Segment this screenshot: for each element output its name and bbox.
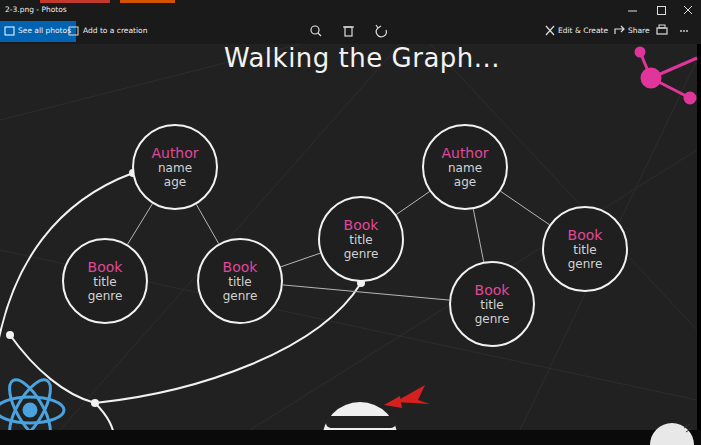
toolbar-button: Add to a creation (83, 26, 147, 36)
entity-circle: Booktitlegenre (62, 238, 148, 324)
field-name: genre (223, 289, 258, 303)
entity-circle: Authornameage (422, 124, 508, 210)
relation-line (283, 285, 449, 300)
entity-name: Book (344, 217, 379, 233)
entity-circle: Booktitlegenre (197, 238, 283, 324)
entity-circle: Booktitlegenre (449, 261, 535, 347)
node-text: Booktitlegenre (344, 217, 379, 261)
node-text: Booktitlegenre (475, 282, 510, 326)
field-name: genre (88, 289, 123, 303)
entity-name: Book (88, 259, 123, 275)
field-name: genre (475, 312, 510, 326)
field-name: genre (568, 257, 603, 271)
field-name: title (93, 275, 116, 289)
node-text: Booktitlegenre (568, 227, 603, 271)
field-name: title (228, 275, 251, 289)
entity-name: Book (475, 282, 510, 298)
entity-circle: Authornameage (132, 124, 218, 210)
node-text: Authornameage (151, 145, 198, 189)
relation-line (128, 204, 153, 245)
relation-line (196, 204, 218, 243)
entity-circle: Booktitlegenre (542, 206, 628, 292)
slide-title: Walking the Graph... (224, 43, 500, 73)
node-text: Authornameage (441, 145, 488, 189)
field-name: title (480, 298, 503, 312)
field-name: name (448, 161, 482, 175)
relation-line (501, 191, 550, 224)
toolbar-button: Edit & Create (558, 26, 608, 36)
node-text: Booktitlegenre (223, 259, 258, 303)
entity-circle: Booktitlegenre (318, 196, 404, 282)
window-title: 2-3.png - Photos (5, 5, 67, 15)
toolbar-button: See all photos (18, 26, 71, 36)
toolbar-button: Share (628, 26, 650, 36)
field-name: name (158, 161, 192, 175)
field-name: genre (344, 247, 379, 261)
entity-name: Author (441, 145, 488, 161)
field-name: age (164, 175, 186, 189)
relation-line (281, 253, 321, 267)
field-name: title (573, 243, 596, 257)
field-name: age (454, 175, 476, 189)
entity-name: Book (568, 227, 603, 243)
field-name: title (349, 233, 372, 247)
relation-line (396, 191, 429, 214)
entity-name: Author (151, 145, 198, 161)
node-text: Booktitlegenre (88, 259, 123, 303)
entity-name: Book (223, 259, 258, 275)
relation-line (473, 209, 483, 262)
